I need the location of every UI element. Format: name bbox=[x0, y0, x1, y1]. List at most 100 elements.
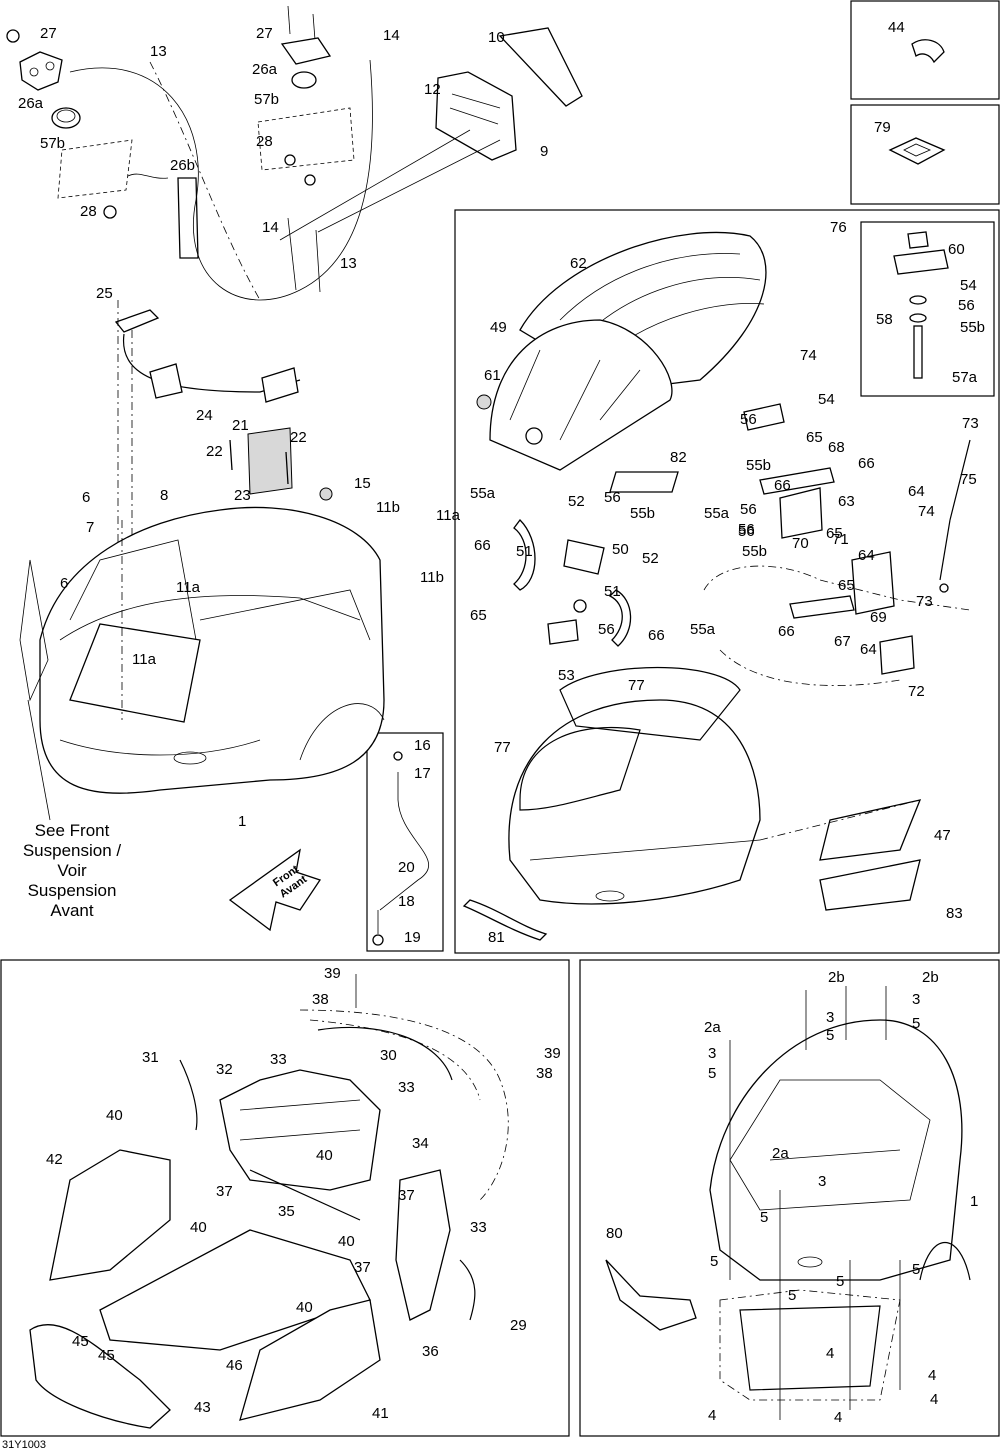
callout-d-26: 41 bbox=[372, 1405, 389, 1422]
strut-75 bbox=[939, 439, 971, 593]
callout-e-6: 5 bbox=[912, 1015, 920, 1032]
callout-d-25: 45 bbox=[98, 1347, 115, 1364]
callout-c-13: 56 bbox=[740, 411, 757, 428]
callout-c-49: 66 bbox=[778, 623, 795, 640]
callout-e-18: 4 bbox=[826, 1345, 834, 1362]
front-suspension-hint bbox=[19, 559, 49, 702]
callout-c-44: 73 bbox=[916, 593, 933, 610]
callout-b-0: 44 bbox=[888, 19, 905, 36]
callout-c-38: 65 bbox=[470, 607, 487, 624]
callout-c-23: 64 bbox=[908, 483, 925, 500]
callout-a-8: 12 bbox=[424, 81, 441, 98]
callout-d-20: 40 bbox=[296, 1299, 313, 1316]
note-line-2: Suspension / bbox=[23, 841, 122, 860]
callout-a-17: 24 bbox=[196, 407, 213, 424]
callout-d-6: 32 bbox=[216, 1061, 233, 1078]
frame-mount-79 bbox=[850, 104, 1000, 205]
callout-c-47: 72 bbox=[908, 683, 925, 700]
callout-a-1: 13 bbox=[150, 43, 167, 60]
leader-front-suspension bbox=[27, 699, 51, 821]
callout-d-3: 38 bbox=[536, 1065, 553, 1082]
note-line-3: Voir bbox=[57, 861, 87, 880]
callout-d-12: 42 bbox=[46, 1151, 63, 1168]
callout-a-33: 16 bbox=[414, 737, 431, 754]
frame-detail-60 bbox=[860, 221, 995, 397]
callout-d-24: 46 bbox=[226, 1357, 243, 1374]
callout-a-12: 26b bbox=[170, 157, 195, 174]
hood-frame-dashed bbox=[703, 565, 971, 686]
callout-c-26: 63 bbox=[838, 493, 855, 510]
callout-e-1: 2b bbox=[922, 969, 939, 986]
callout-e-12: 1 bbox=[970, 1193, 978, 1210]
callout-e-17: 5 bbox=[788, 1287, 796, 1304]
callout-d-17: 33 bbox=[470, 1219, 487, 1236]
callout-a-2: 14 bbox=[383, 27, 400, 44]
callout-d-11: 40 bbox=[316, 1147, 333, 1164]
callout-c-37: 64 bbox=[858, 547, 875, 564]
callout-a-0: 27 bbox=[40, 25, 57, 42]
callout-a-26: 11b bbox=[376, 499, 400, 516]
callout-c-48: 67 bbox=[834, 633, 851, 650]
callout-c-34: 65 bbox=[826, 525, 843, 542]
callout-a-31: 11a bbox=[132, 651, 157, 668]
callout-c-39: 70 bbox=[792, 535, 809, 552]
deflector-82 bbox=[609, 471, 679, 493]
callout-c-54: 77 bbox=[628, 677, 645, 694]
callout-c-17: 55b bbox=[746, 457, 771, 474]
callout-c-46: 64 bbox=[860, 641, 877, 658]
callout-c-35: 55a bbox=[704, 505, 730, 522]
callout-a-11: 9 bbox=[540, 143, 548, 160]
callout-c-20: 55a bbox=[470, 485, 496, 502]
callout-e-10: 3 bbox=[818, 1173, 826, 1190]
callout-e-19: 4 bbox=[928, 1367, 936, 1384]
callout-a-23: 23 bbox=[234, 487, 251, 504]
callout-d-18: 40 bbox=[338, 1233, 355, 1250]
clip-44-icon bbox=[911, 39, 945, 64]
callout-c-28: 66 bbox=[474, 537, 491, 554]
callout-c-53: 53 bbox=[558, 667, 575, 684]
callout-e-4: 2a bbox=[704, 1019, 721, 1036]
callout-a-13: 28 bbox=[80, 203, 97, 220]
callout-d-14: 37 bbox=[398, 1187, 415, 1204]
callout-e-3: 3 bbox=[912, 991, 920, 1008]
callout-e-15: 5 bbox=[836, 1273, 844, 1290]
front-body-1 bbox=[39, 427, 385, 794]
callout-c-19: 75 bbox=[960, 471, 977, 488]
callout-c-51: 56 bbox=[598, 621, 615, 638]
callout-c-55: 77 bbox=[494, 739, 511, 756]
hood-49 bbox=[476, 319, 673, 471]
callout-a-35: 20 bbox=[398, 859, 415, 876]
callout-a-32: 1 bbox=[238, 813, 246, 830]
note-line-4: Suspension bbox=[28, 881, 117, 900]
callout-c-22: 56 bbox=[604, 489, 621, 506]
callout-a-3: 10 bbox=[488, 29, 505, 46]
callout-c-4: 56 bbox=[958, 297, 975, 314]
frame-liner-assembly bbox=[0, 959, 570, 1437]
callout-e-9: 2a bbox=[772, 1145, 789, 1162]
callout-c-9: 61 bbox=[484, 367, 501, 384]
callout-e-13: 80 bbox=[606, 1225, 623, 1242]
callout-c-2: 60 bbox=[948, 241, 965, 258]
callout-c-18: 66 bbox=[858, 455, 875, 472]
callout-a-28: 11b bbox=[420, 569, 444, 586]
callout-a-36: 18 bbox=[398, 893, 415, 910]
liner-assembly bbox=[29, 974, 509, 1429]
callout-a-22: 8 bbox=[160, 487, 168, 504]
callout-c-14: 65 bbox=[806, 429, 823, 446]
callout-e-11: 5 bbox=[760, 1209, 768, 1226]
callout-c-10: 74 bbox=[800, 347, 817, 364]
hinge-set-left bbox=[513, 519, 632, 647]
callout-e-14: 5 bbox=[710, 1253, 718, 1270]
callout-c-3: 54 bbox=[960, 277, 977, 294]
frunk-tub-1 bbox=[605, 986, 971, 1420]
callout-d-19: 37 bbox=[354, 1259, 371, 1276]
release-handle-9 bbox=[435, 27, 583, 161]
callout-d-0: 39 bbox=[324, 965, 341, 982]
callout-e-22: 4 bbox=[930, 1391, 938, 1408]
callout-c-0: 76 bbox=[830, 219, 847, 236]
callout-c-40: 71 bbox=[832, 531, 849, 548]
note-line-1: See Front bbox=[35, 821, 110, 840]
